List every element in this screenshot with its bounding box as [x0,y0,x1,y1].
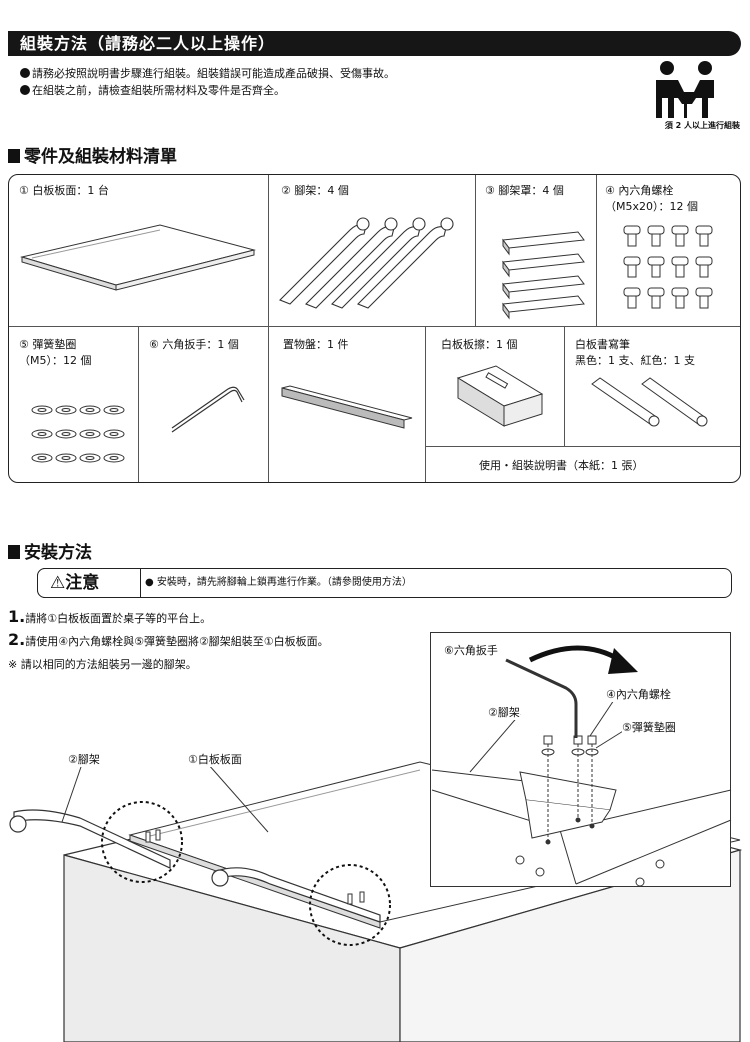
step-1: 1.請將①白板板面置於桌子等的平台上。 [8,607,212,626]
tray-label: 置物盤：1 件 [283,338,349,351]
step-2: 2.請使用④內六角螺栓與⑤彈簧墊圈將②腳架組裝至①白板板面。 [8,630,329,649]
callout-bolt: ④內六角螺栓 [606,686,671,702]
caution-title: ⚠注意 [50,573,100,593]
bullet-1: 請務必按照說明書步驟進行組裝。組裝錯誤可能造成產品破損、受傷事故。 [20,67,395,81]
square-bullet-icon [8,149,20,163]
part-3-label: ③ 腳架罩：4 個 [485,184,564,197]
part-5-label: ⑤ 彈簧墊圈 [19,338,77,351]
callout-washer: ⑤彈簧墊圈 [622,719,676,735]
callout-leg: ②腳架 [68,751,100,767]
part-1-label: ① 白板板面：1 台 [19,184,109,197]
caution-text: ● 安裝時，請先將腳輪上鎖再進行作業。（請參閱使用方法） [145,577,412,588]
part-4-label-spec: （M5x20）：12 個 [605,200,698,213]
marker-label: 白板書寫筆 [575,338,630,351]
page-title: 組裝方法（請務必二人以上操作） [20,34,276,53]
callout-wrench: ⑥六角扳手 [444,642,498,658]
callout-leg-detail: ②腳架 [488,704,520,720]
bullet-2: 在組裝之前，請檢查組裝所需材料及零件是否齊全。 [20,84,285,98]
square-bullet-icon [8,545,20,559]
bullet-dot [20,85,30,95]
parts-section-title: 零件及組裝材料清單 [8,142,177,167]
detail-box [430,632,731,887]
title-bar [8,31,741,56]
two-people-caption: 須 2 人以上進行組裝 [664,121,740,130]
bullet-dot [20,68,30,78]
warning-icon: ⚠ [50,573,66,593]
step-note: ※ 請以相同的方法組裝另一邊的腳架。 [8,658,197,671]
eraser-label: 白板板擦：1 個 [441,338,518,351]
manual-label: 使用・組裝說明書（本紙：1 張） [479,459,644,472]
part-6-label: ⑥ 六角扳手：1 個 [149,338,239,351]
caution-tab [37,568,141,598]
callout-board: ①白板板面 [188,751,242,767]
part-2-label: ② 腳架：4 個 [281,184,349,197]
parts-list-box: ① 白板板面：1 台 ② 腳架：4 個 ③ 腳架罩：4 個 ④ 內六角螺栓 （M… [8,174,741,483]
part-5-label-spec: （M5）：12 個 [19,354,92,367]
install-section-title: 安裝方法 [8,538,92,563]
part-4-label: ④ 內六角螺栓 [605,184,674,197]
marker-label-colors: 黑色：1 支、紅色：1 支 [575,354,695,367]
